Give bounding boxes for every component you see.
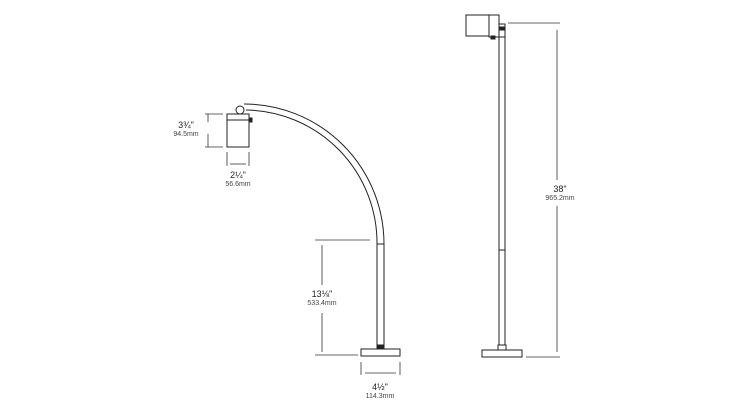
metric-value: 965.2mm bbox=[545, 195, 575, 202]
imperial-value: 4½" bbox=[372, 382, 388, 392]
lamp-head bbox=[465, 14, 491, 37]
coupler bbox=[497, 344, 507, 351]
base-width-label: 4½" 114.3mm bbox=[366, 382, 395, 402]
imperial-value: 13⅛" bbox=[311, 289, 333, 299]
head-width-label: 2¼" 56.6mm bbox=[225, 170, 250, 190]
gooseneck-arc-outer bbox=[243, 103, 385, 245]
metric-value: 114.3mm bbox=[365, 393, 395, 400]
straight-lamp-front-view bbox=[465, 14, 523, 358]
imperial-value: 2¼" bbox=[230, 170, 246, 180]
gooseneck-lamp-side-view bbox=[226, 103, 401, 357]
stem bbox=[498, 36, 506, 349]
metric-value: 56.6mm bbox=[225, 181, 251, 188]
metric-value: 94.5mm bbox=[173, 131, 199, 138]
overall-height-label: 38" 965.2mm bbox=[545, 184, 575, 204]
stem bbox=[376, 243, 385, 349]
stem-height-label: 13⅛" 533.4mm bbox=[307, 289, 337, 309]
imperial-value: 38" bbox=[553, 184, 567, 194]
base bbox=[360, 348, 401, 357]
head-height-label: 3¾" 94.5mm bbox=[173, 120, 198, 140]
knuckle-joint bbox=[235, 105, 245, 115]
gooseneck-arc-inner bbox=[245, 109, 378, 245]
base bbox=[481, 349, 523, 358]
dimension-lines bbox=[205, 22, 560, 375]
coupler bbox=[376, 344, 385, 350]
metric-value: 533.4mm bbox=[307, 300, 337, 307]
imperial-value: 3¾" bbox=[178, 120, 194, 130]
